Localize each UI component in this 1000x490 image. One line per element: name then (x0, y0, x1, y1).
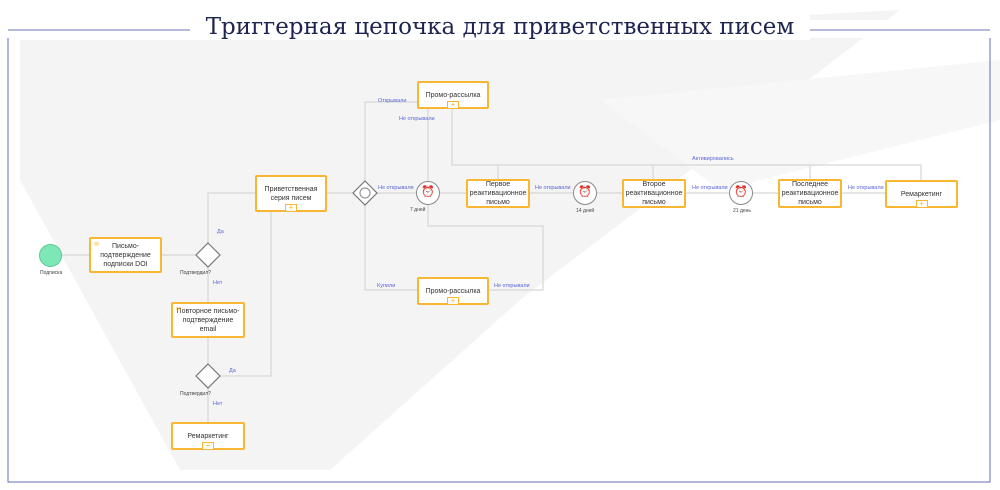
edge-label: Не открывали (399, 116, 435, 122)
timer-label: 21 день (733, 208, 752, 214)
expand-icon[interactable]: + (285, 204, 297, 212)
page-title: Триггерная цепочка для приветственных пи… (0, 14, 1000, 40)
edge-label: Не открывали (494, 283, 530, 289)
edge-label: Активировались (692, 156, 734, 162)
repeat-email-box[interactable]: ✉Повторное письмо-подтверждение email (171, 302, 245, 338)
doi-email-box[interactable]: ✉Письмо-подтверждение подписки DOI (89, 237, 162, 273)
alarm-clock-icon[interactable]: ⏰ (729, 181, 753, 205)
promo-box-1[interactable]: Промо-рассылка+ (417, 81, 489, 109)
reactivation-box-3[interactable]: Последнее реактивационное письмо (778, 179, 842, 208)
expand-icon[interactable]: + (447, 101, 459, 109)
edge-label: Открывали (378, 98, 407, 104)
start-label: Подписка (40, 270, 63, 276)
timer-label: 7 дней (410, 207, 426, 213)
welcome-series-box[interactable]: Приветственная серия писем+ (255, 175, 327, 212)
reactivation-box-1[interactable]: Первое реактивационное письмо (466, 179, 530, 208)
gateway-event (352, 180, 378, 206)
edge-label: Да (229, 368, 236, 374)
edge-label: Нет (213, 401, 223, 407)
mail-icon: ✉ (176, 307, 182, 313)
gateway-2 (195, 363, 221, 389)
gateway-label: Подтвердил? (180, 391, 211, 397)
alarm-clock-icon[interactable]: ⏰ (573, 181, 597, 205)
remarketing-box-2[interactable]: Ремаркетинг+ (885, 180, 958, 208)
expand-icon[interactable]: + (447, 297, 459, 305)
edge-label: Нет (213, 280, 223, 286)
expand-icon[interactable]: + (915, 200, 928, 208)
start-event[interactable] (39, 244, 62, 267)
edge-label: Не открывали (692, 185, 728, 191)
alarm-clock-icon[interactable]: ⏰ (416, 181, 440, 205)
gateway-label: Подтвердил? (180, 270, 211, 276)
edge-label: Не открывали (848, 185, 884, 191)
remarketing-box-1[interactable]: Ремаркетинг+ (171, 422, 245, 450)
mail-icon: ✉ (94, 242, 100, 248)
edge-label: Да (217, 229, 224, 235)
edge-label: Не открывали (378, 185, 414, 191)
timer-label: 14 дней (576, 208, 595, 214)
edge-label: Не открывали (535, 185, 571, 191)
expand-icon[interactable]: + (202, 442, 214, 450)
gateway-1 (195, 242, 221, 268)
promo-box-2[interactable]: Промо-рассылка+ (417, 277, 489, 305)
reactivation-box-2[interactable]: Второе реактивационное письмо (622, 179, 686, 208)
edge-label: Купили (377, 283, 396, 289)
